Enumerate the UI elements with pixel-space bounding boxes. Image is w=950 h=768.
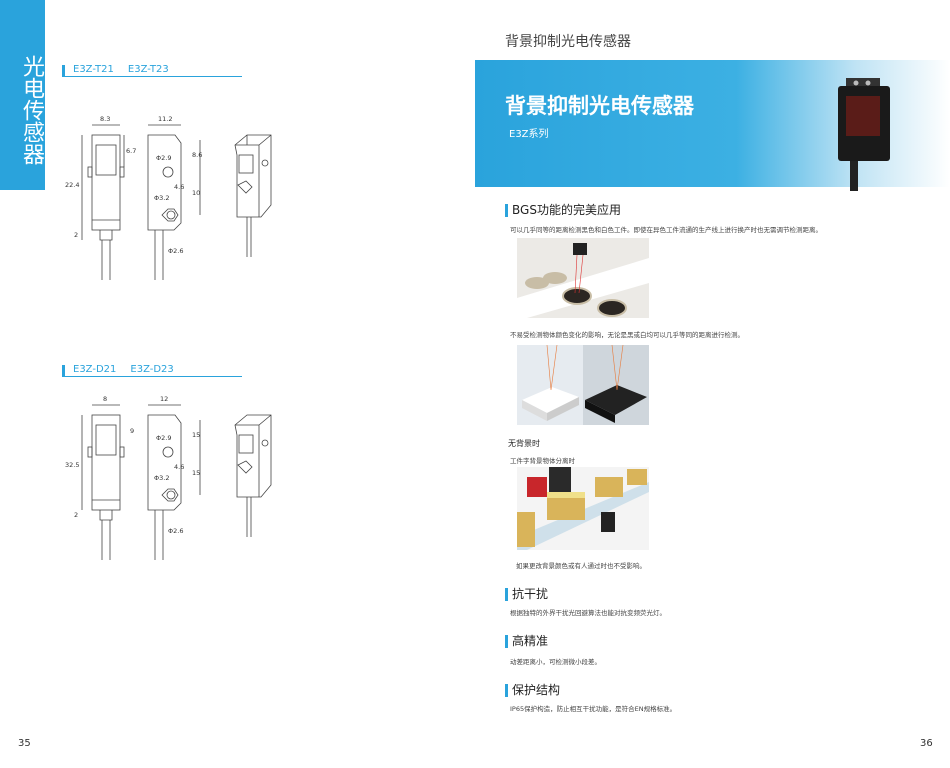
svg-text:8: 8 — [103, 395, 107, 403]
subheading-no-background: 无背景时 — [508, 439, 540, 448]
svg-text:4.6: 4.6 — [174, 183, 184, 191]
section-heading-protection: 保护结构 — [505, 684, 560, 697]
svg-text:8.6: 8.6 — [192, 151, 202, 159]
section-text: IP65保护构造，防止相互干扰功能，是符合EN规格标准。 — [510, 705, 677, 713]
svg-text:32.5: 32.5 — [65, 461, 79, 469]
model-header-1: E3Z-T21 E3Z-T23 — [62, 65, 242, 77]
svg-text:2: 2 — [74, 511, 78, 519]
svg-text:2: 2 — [74, 231, 78, 239]
page-number-left: 35 — [18, 738, 31, 749]
banner-title: 背景抑制光电传感器 — [505, 94, 694, 118]
svg-text:15: 15 — [192, 469, 200, 477]
section-text: 根据独特的外界干扰光回避算法也能对抗变频荧光灯。 — [510, 609, 666, 617]
section-text: 可以几乎同等的距离检测黑色和白色工件。即使在异色工件流通的生产线上进行换产时也无… — [510, 226, 822, 234]
section-text: 动差距离小，可检测微小段差。 — [510, 658, 601, 666]
svg-text:11.2: 11.2 — [158, 115, 172, 123]
svg-text:Φ2.9: Φ2.9 — [156, 434, 171, 442]
svg-text:Φ2.6: Φ2.6 — [168, 527, 183, 535]
product-image — [832, 72, 912, 196]
section-text: 工件字背景物体分离时 — [510, 457, 575, 465]
black-white-object-image — [517, 345, 649, 425]
bgs-conveyor-image — [517, 238, 649, 318]
dimension-drawing-2: 8 12 9 32.5 2 Φ2.9 Φ3.2 15 4.6 15 Φ2.6 — [60, 385, 300, 569]
svg-text:Φ3.2: Φ3.2 — [154, 474, 169, 482]
svg-text:8.3: 8.3 — [100, 115, 110, 123]
svg-text:10: 10 — [192, 189, 200, 197]
section-heading-bgs: BGS功能的完美应用 — [505, 204, 621, 217]
svg-text:12: 12 — [160, 395, 168, 403]
banner-subtitle: E3Z系列 — [509, 129, 549, 140]
svg-text:Φ2.6: Φ2.6 — [168, 247, 183, 255]
dimension-drawing-1: 8.3 11.2 6.7 22.4 2 Φ2.9 Φ3.2 8.6 4.6 10… — [60, 105, 300, 289]
svg-text:6.7: 6.7 — [126, 147, 136, 155]
svg-text:9: 9 — [130, 427, 134, 435]
section-text: 不易受检测物体颜色变化的影响，无论是黑或白均可以几乎等同的距离进行检测。 — [510, 331, 744, 339]
svg-text:22.4: 22.4 — [65, 181, 79, 189]
page-header: 背景抑制光电传感器 — [505, 34, 631, 50]
model-name: E3Z-T23 — [127, 64, 169, 75]
background-conveyor-image — [517, 467, 649, 550]
svg-text:15: 15 — [192, 431, 200, 439]
side-tab-category: 光电传感器 — [0, 0, 45, 190]
section-heading-interference: 抗干扰 — [505, 588, 548, 601]
model-name: E3Z-T21 — [73, 64, 114, 75]
svg-text:4.6: 4.6 — [174, 463, 184, 471]
section-heading-precision: 高精准 — [505, 635, 548, 648]
model-name: E3Z-D23 — [130, 364, 174, 375]
section-text: 如果更改背景颜色或有人通过时也不受影响。 — [516, 562, 646, 570]
page-number-right: 36 — [920, 738, 933, 749]
svg-text:Φ3.2: Φ3.2 — [154, 194, 169, 202]
svg-text:Φ2.9: Φ2.9 — [156, 154, 171, 162]
model-header-2: E3Z-D21 E3Z-D23 — [62, 365, 242, 377]
model-name: E3Z-D21 — [73, 364, 117, 375]
